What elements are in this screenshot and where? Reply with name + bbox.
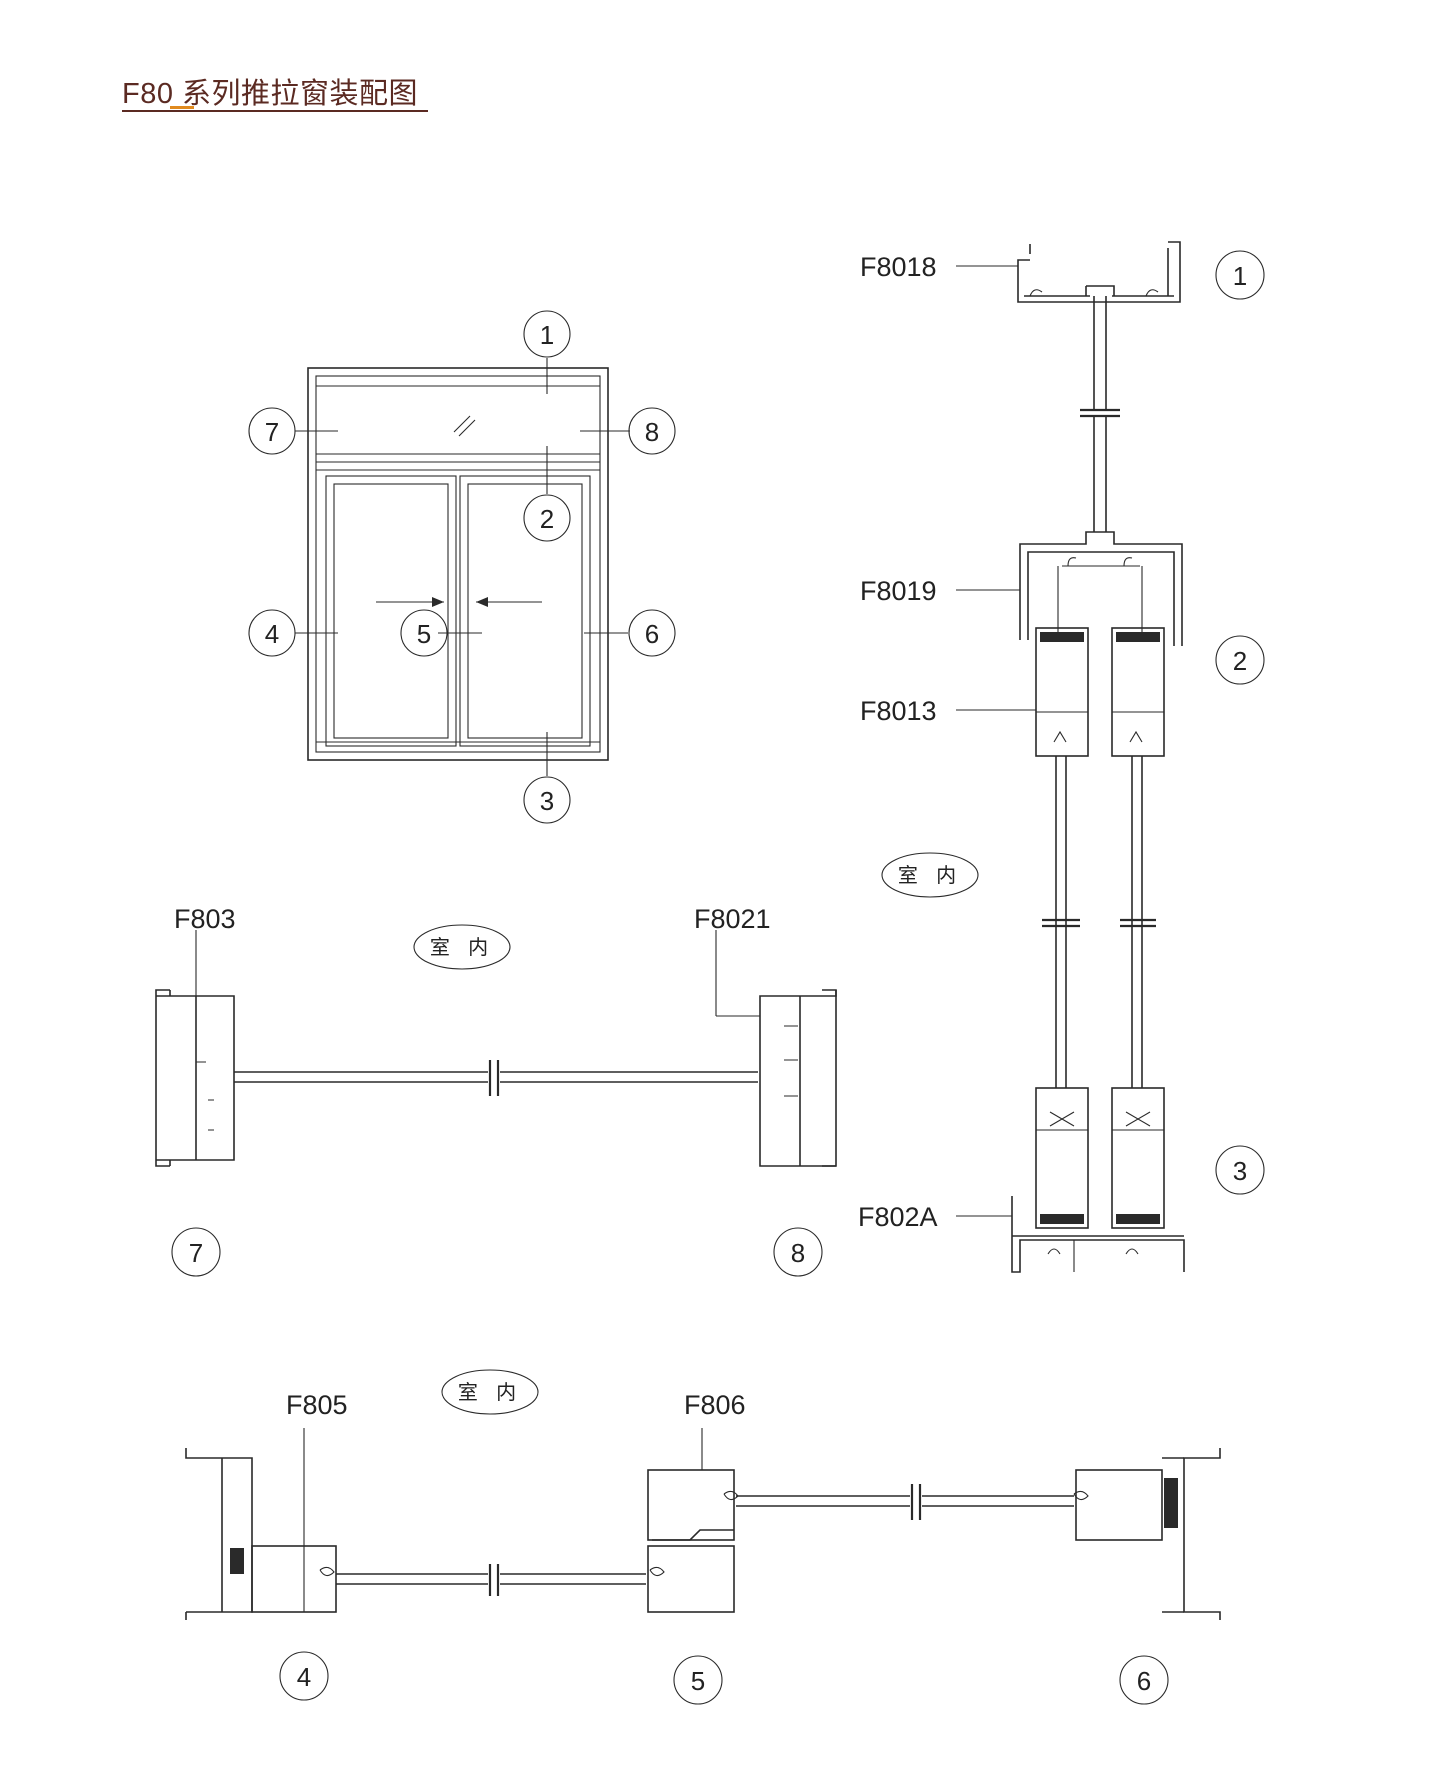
svg-text:8: 8 (791, 1238, 805, 1268)
label-top-frame: F8018 (860, 252, 937, 282)
title-accent-mark (170, 106, 194, 109)
front-callout-2: 2 (523, 494, 571, 542)
window-elevation (295, 358, 630, 776)
front-callout-3: 3 (523, 776, 571, 824)
svg-text:2: 2 (1233, 646, 1247, 676)
svg-text:1: 1 (540, 320, 554, 350)
svg-text:2: 2 (540, 504, 554, 534)
label-meeting-stile: F806 (684, 1390, 746, 1420)
svg-text:3: 3 (1233, 1156, 1247, 1186)
vertical-section (956, 241, 1185, 1273)
svg-text:4: 4 (297, 1662, 311, 1692)
label-transom-right: F8021 (694, 904, 771, 934)
label-sash: F8013 (860, 696, 937, 726)
label-transom-left: F803 (174, 904, 236, 934)
front-callout-5: 5 (400, 609, 448, 657)
front-callout-1: 1 (523, 310, 571, 358)
room-label-vertical: 室 内 (881, 852, 979, 898)
title-underline (122, 110, 428, 112)
page-title: F80 系列推拉窗装配图 (122, 78, 419, 110)
sash-callout-6: 6 (1119, 1655, 1169, 1705)
front-callout-6: 6 (628, 609, 676, 657)
label-bottom-frame: F802A (858, 1202, 938, 1232)
vertical-callout-2: 2 (1215, 635, 1265, 685)
svg-text:5: 5 (417, 619, 431, 649)
svg-text:室 内: 室 内 (458, 1380, 522, 1404)
vertical-callout-3: 3 (1215, 1145, 1265, 1195)
room-label-transom: 室 内 (413, 924, 511, 970)
sash-callout-4: 4 (279, 1651, 329, 1701)
svg-text:室 内: 室 内 (430, 935, 494, 959)
svg-text:室 内: 室 内 (898, 863, 962, 887)
svg-text:3: 3 (540, 786, 554, 816)
label-side-sash: F805 (286, 1390, 348, 1420)
front-callout-8: 8 (628, 407, 676, 455)
front-callout-4: 4 (248, 609, 296, 657)
svg-text:5: 5 (691, 1666, 705, 1696)
vertical-callout-1: 1 (1215, 250, 1265, 300)
sash-horizontal-section (185, 1428, 1221, 1620)
transom-callout-8: 8 (773, 1227, 823, 1277)
sash-callout-5: 5 (673, 1655, 723, 1705)
title-block: F80 系列推拉窗装配图 (122, 70, 428, 112)
svg-text:6: 6 (645, 619, 659, 649)
label-transom-frame: F8019 (860, 576, 937, 606)
front-callout-7: 7 (248, 407, 296, 455)
transom-callout-7: 7 (171, 1227, 221, 1277)
svg-text:7: 7 (265, 417, 279, 447)
svg-text:8: 8 (645, 417, 659, 447)
transom-section (155, 930, 837, 1167)
room-label-sash: 室 内 (441, 1369, 539, 1415)
svg-text:6: 6 (1137, 1666, 1151, 1696)
svg-text:1: 1 (1233, 261, 1247, 291)
svg-text:7: 7 (189, 1238, 203, 1268)
svg-text:4: 4 (265, 619, 279, 649)
